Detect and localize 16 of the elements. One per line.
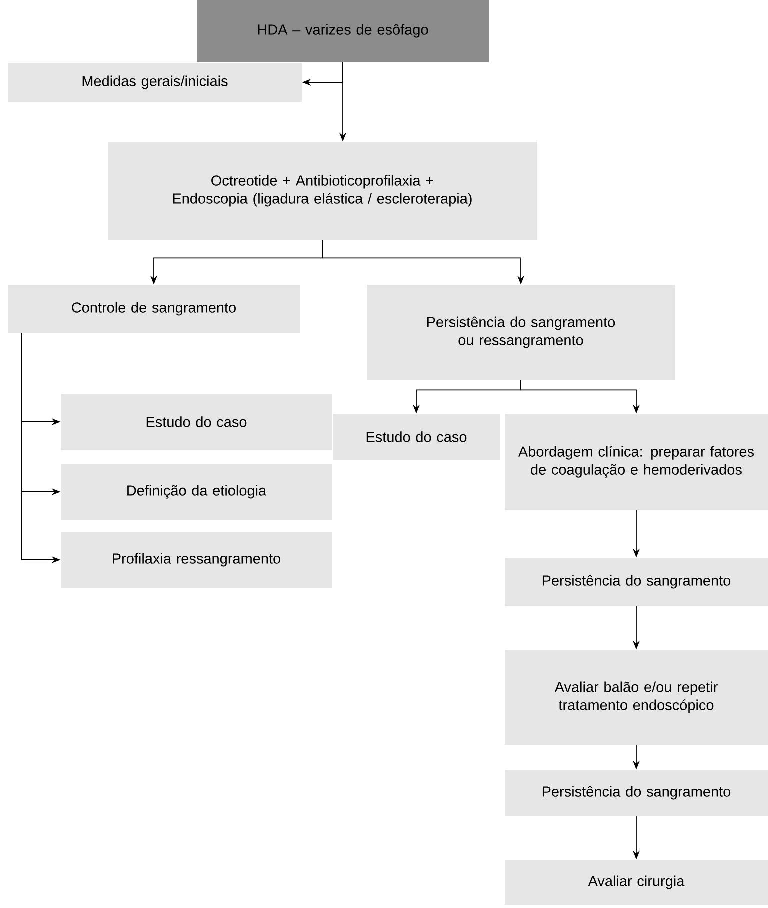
process-box: Avaliar balão e/ou repetir tratamento endoscópico — [505, 650, 768, 745]
node-label: Estudo do caso — [146, 416, 247, 428]
process-box: Definição da etiologia — [61, 464, 332, 520]
heading-box: HDA – varizes de esôfago — [197, 0, 489, 62]
process-box: Estudo do caso — [333, 414, 500, 460]
process-box: Medidas gerais/iniciais — [8, 63, 302, 102]
process-box: Estudo do caso — [61, 394, 332, 450]
process-box: Persistência do sangramento — [505, 770, 768, 816]
process-box: Controle de sangramento — [8, 285, 300, 333]
process-box: Persistência do sangramento ou ressangramento — [367, 285, 675, 380]
node-label: Estudo do caso — [366, 432, 467, 442]
process-box: Avaliar cirurgia — [505, 860, 768, 905]
process-box: Abordagem clínica: preparar fatores de coagulação e hemoderivados — [505, 414, 768, 510]
process-box: Persistência do sangramento — [505, 558, 768, 606]
process-box: Profilaxia ressangramento — [61, 532, 332, 588]
process-box: Octreotide + Antibioticoprofilaxia + Endoscopia (ligadura elástica / escleroterapia) — [108, 142, 537, 240]
